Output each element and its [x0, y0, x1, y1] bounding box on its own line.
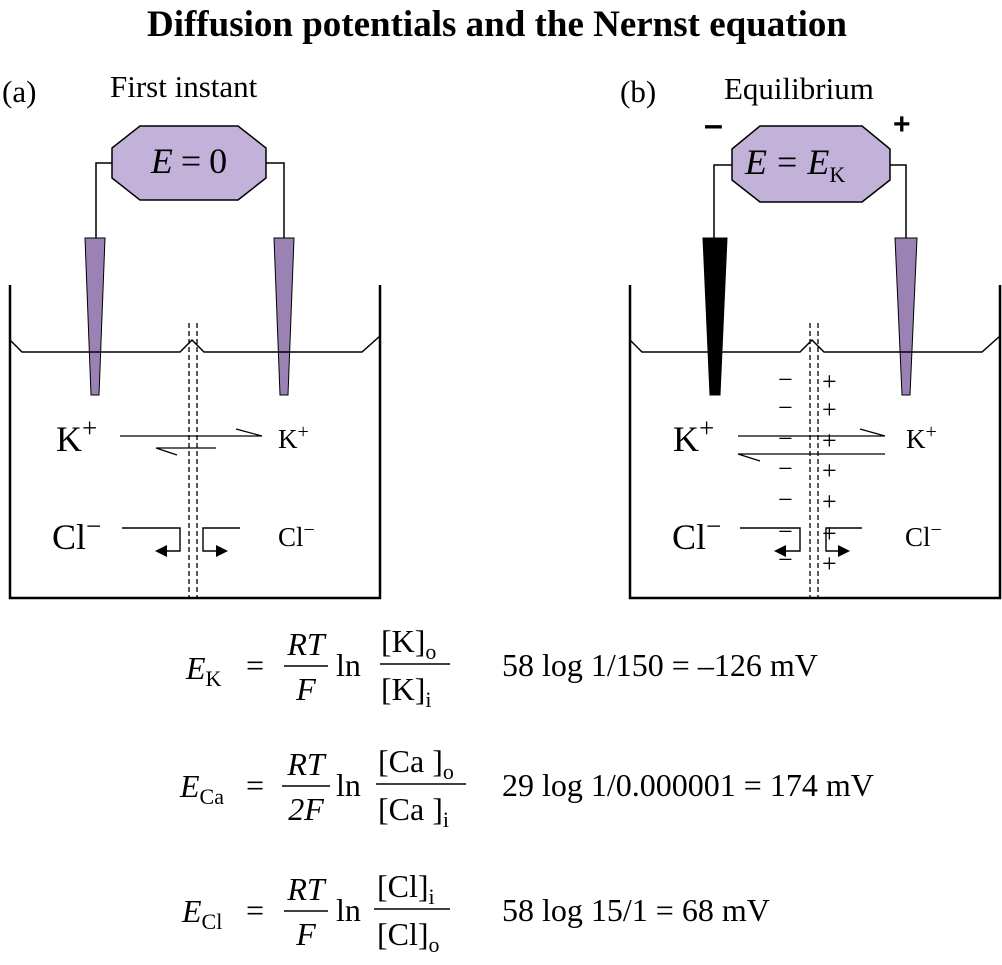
equation-ca: ECa = RT 2F ln [Ca ]o [Ca ]i 29 log 1/0.… [179, 743, 874, 832]
k-ion-right: K+ [278, 421, 309, 454]
eq-equals: = [246, 647, 264, 683]
charge-pos: + [822, 487, 837, 516]
beaker [8, 285, 382, 600]
eq-lhs: ECa [179, 768, 224, 809]
charge-pos: + [822, 367, 837, 396]
charge-pos: + [822, 519, 837, 548]
eq-top-ion: [Cl]i [377, 868, 435, 909]
equation-k: EK = RT F ln [K]o [K]i 58 log 1/150 = –1… [185, 623, 818, 712]
eq-fraction-den: 2F [288, 791, 324, 827]
panel-a-label: (a) [2, 74, 36, 109]
panel-b: (b) Equilibrium – + E=EK − + − + − + − +… [620, 71, 1002, 600]
eq-result: 29 log 1/0.000001 = 174 mV [502, 767, 874, 803]
charge-pos: + [822, 549, 837, 578]
voltmeter-reading: E=0 [150, 141, 227, 181]
eq-top-ion: [Ca ]o [378, 743, 454, 784]
left-electrode-b [702, 237, 728, 396]
left-electrode-wire-b [713, 164, 736, 240]
charge-pos: + [822, 426, 837, 455]
voltmeter [111, 125, 267, 201]
cl-flux-left-arrow-b [740, 527, 801, 552]
beaker-b [628, 285, 1002, 600]
cl-flux-left-arrow [122, 527, 181, 552]
voltmeter-b [731, 125, 891, 203]
charge-neg: − [778, 517, 793, 546]
polarity-positive: + [893, 108, 911, 141]
eq-top-ion: [K]o [381, 623, 436, 664]
cl-ion-right-b: Cl− [905, 519, 942, 552]
eq-equals: = [246, 892, 264, 928]
polarity-negative: – [704, 106, 723, 144]
charge-pos: + [822, 456, 837, 485]
equation-cl: ECl = RT F ln [Cl]i [Cl]o 58 log 15/1 = … [181, 868, 770, 957]
right-electrode-wire [262, 162, 285, 240]
membrane-charges: − + − + − + − + − + − + − + [778, 365, 837, 578]
eq-bottom-ion: [Cl]o [377, 916, 440, 957]
eq-result: 58 log 15/1 = 68 mV [502, 892, 770, 928]
eq-equals: = [246, 767, 264, 803]
k-flux-out-arrow-b [738, 428, 886, 437]
eq-fraction-num: RT [286, 626, 327, 662]
cl-ion-left: Cl− [52, 511, 101, 557]
panel-b-label: (b) [620, 74, 656, 109]
eq-bottom-ion: [K]i [381, 671, 432, 712]
right-electrode-b [894, 237, 918, 396]
cl-flux-right-arrow [202, 527, 240, 552]
water-surface [9, 335, 381, 353]
eq-fraction-den: F [295, 671, 316, 707]
k-flux-in-arrow [155, 447, 216, 456]
charge-neg: − [778, 365, 793, 394]
left-electrode [84, 237, 106, 396]
cl-arrowhead-left-b [774, 545, 786, 557]
cl-ion-left-b: Cl− [672, 511, 721, 557]
eq-ln: ln [336, 892, 361, 928]
charge-neg: − [778, 393, 793, 422]
eq-ln: ln [336, 767, 361, 803]
right-electrode-wire-b [884, 164, 907, 240]
cl-arrowhead-right-b [838, 545, 850, 557]
eq-fraction-den: F [295, 916, 316, 952]
k-ion-right-b: K+ [906, 421, 937, 454]
eq-result: 58 log 1/150 = –126 mV [502, 647, 818, 683]
charge-neg: − [778, 424, 793, 453]
eq-fraction-num: RT [286, 746, 327, 782]
k-ion-left-b: K+ [673, 413, 714, 459]
eq-bottom-ion: [Ca ]i [378, 791, 449, 832]
panel-a-caption: First instant [110, 69, 258, 104]
k-flux-out-arrow [120, 428, 263, 437]
k-ion-left: K+ [56, 413, 97, 459]
left-electrode-wire [95, 162, 116, 240]
page-title: Diffusion potentials and the Nernst equa… [147, 4, 847, 45]
eq-lhs: ECl [181, 893, 222, 934]
voltmeter-reading-b: E=EK [744, 142, 845, 187]
charge-neg: − [778, 454, 793, 483]
k-flux-in-arrow-b [737, 453, 885, 462]
charge-pos: + [822, 395, 837, 424]
panel-a: (a) First instant E=0 K+ K+ Cl− Cl− [2, 69, 382, 600]
charge-neg: − [778, 485, 793, 514]
eq-ln: ln [336, 647, 361, 683]
eq-lhs: EK [185, 650, 222, 691]
cl-ion-right: Cl− [278, 519, 315, 552]
water-surface-b [629, 335, 1001, 353]
eq-fraction-num: RT [286, 871, 327, 907]
cl-flux-right-arrow-b [825, 527, 862, 552]
cl-arrowhead-left [155, 545, 167, 557]
panel-b-caption: Equilibrium [724, 71, 874, 106]
right-electrode [273, 237, 295, 396]
cl-arrowhead-right [216, 545, 228, 557]
